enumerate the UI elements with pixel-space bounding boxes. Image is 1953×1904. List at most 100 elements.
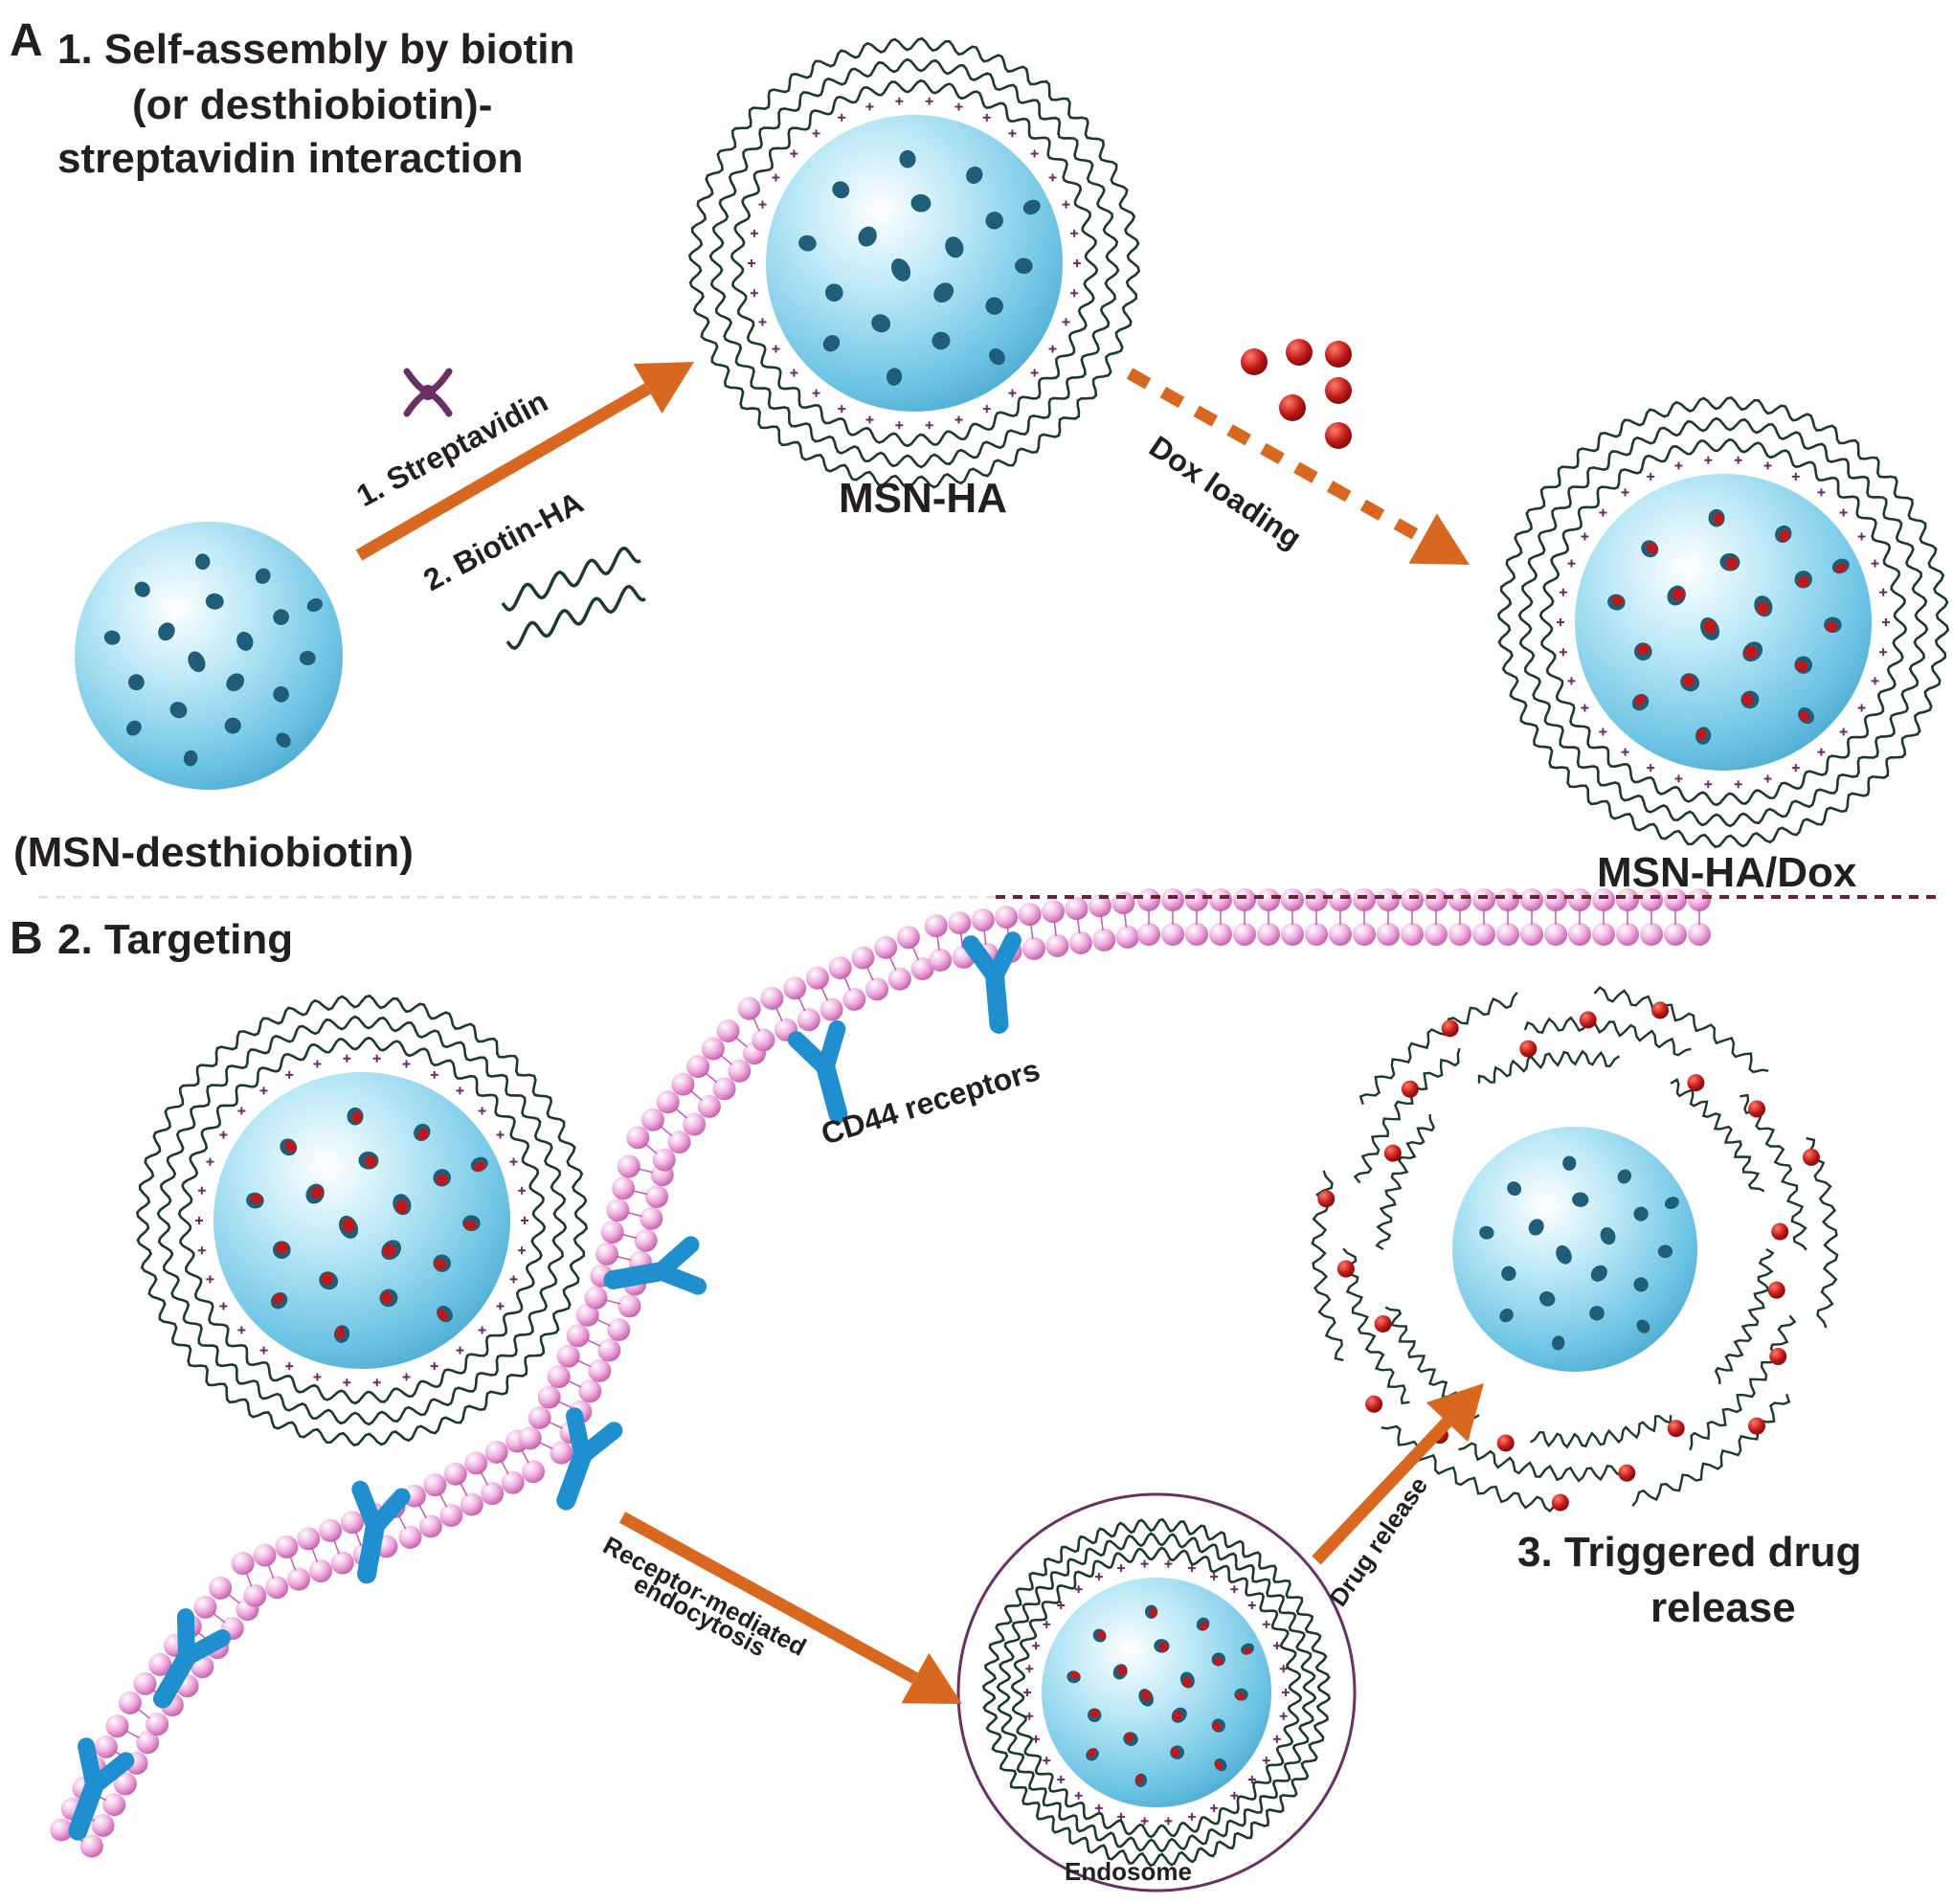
lipid-head (1448, 888, 1471, 911)
lipid-tail (557, 1400, 572, 1409)
lipid-head (1520, 923, 1543, 946)
streptavidin-mark (838, 405, 846, 414)
receptor-arm (178, 1629, 232, 1667)
lipid-head (683, 1112, 707, 1136)
streptavidin-mark (1857, 704, 1866, 712)
lipid-tail (660, 1125, 673, 1137)
dox-in-pore (335, 1326, 346, 1339)
lipid-head (1185, 888, 1208, 911)
streptavidin-mark (343, 1378, 351, 1387)
lipid-head (752, 1028, 775, 1052)
lipid-head (484, 1440, 508, 1464)
pore (1589, 1306, 1605, 1321)
lipid-head (1353, 888, 1376, 911)
pore (127, 674, 145, 691)
dox-in-pore (1089, 1709, 1100, 1717)
lipid-head (1161, 888, 1184, 911)
streptavidin-mark (1734, 780, 1742, 789)
lipid-head (287, 1567, 311, 1591)
cd44-receptor (603, 1236, 707, 1295)
dox-in-pore (437, 1309, 448, 1320)
streptavidin-mark (1062, 200, 1070, 209)
streptavidin-mark (925, 97, 933, 105)
pore (966, 166, 983, 184)
lipid-head (588, 1358, 612, 1382)
streptavidin-mark (895, 97, 904, 105)
lipid-tail (227, 1593, 241, 1604)
streptavidin-mark (509, 1275, 518, 1284)
lipid-tail (332, 1538, 340, 1555)
streptavidin-mark (772, 345, 780, 353)
streptavidin-mark (1030, 369, 1039, 377)
dox-in-pore (1795, 661, 1808, 672)
dox-in-pore (382, 1243, 396, 1258)
cd44-receptor (68, 1737, 135, 1841)
streptavidin-mark (219, 1131, 228, 1139)
lipid-tail (752, 1017, 760, 1032)
cd44-receptor (153, 1608, 232, 1709)
dox-in-pore (351, 1110, 363, 1124)
pore (273, 686, 289, 703)
released-dox (1401, 1080, 1419, 1098)
dox-in-pore (1069, 1671, 1080, 1679)
streptavidin-mark (1025, 1665, 1034, 1673)
dox-in-pore (1634, 694, 1646, 706)
lipid-head (118, 1691, 142, 1714)
lipid-head (398, 1525, 422, 1549)
streptavidin-mark (1117, 1564, 1126, 1573)
lipid-head (640, 1206, 663, 1230)
lipid-head (1021, 936, 1045, 960)
streptavidin-mark (1117, 1812, 1126, 1821)
pore (306, 598, 323, 613)
biotin-ha-chain-icon (505, 584, 646, 651)
streptavidin-mark (1025, 1712, 1034, 1720)
dox-in-pore (1140, 1690, 1152, 1701)
lipid-tail (480, 1470, 489, 1486)
lipid-tail (500, 1460, 509, 1475)
pore (899, 149, 916, 168)
dox-in-pore (1212, 1722, 1222, 1732)
dox-in-pore (1235, 1692, 1246, 1700)
free-dox-molecule (1325, 341, 1352, 368)
lipid-tail (212, 1612, 226, 1624)
released-particle (1311, 985, 1839, 1513)
dox-in-pore (1672, 588, 1685, 601)
dox-in-pore (1214, 1760, 1223, 1770)
free-dox-molecule (1325, 377, 1352, 404)
streptavidin-mark (456, 1346, 464, 1355)
lipid-tail (289, 1556, 297, 1571)
pore (1600, 1227, 1616, 1245)
streptavidin-mark (812, 129, 820, 138)
dox-in-pore (1182, 1677, 1193, 1688)
streptavidin-mark (1247, 1775, 1256, 1783)
streptavidin-mark (285, 1362, 294, 1371)
lipid-head (819, 997, 843, 1021)
panel-b-title: 2. Targeting (57, 916, 293, 963)
dox-in-pore (1757, 601, 1770, 616)
lipid-head (94, 1735, 118, 1758)
streptavidin-mark (195, 1217, 203, 1224)
lipid-head (612, 1176, 636, 1200)
pore (798, 235, 817, 252)
streptavidin-mark (1187, 1564, 1196, 1573)
streptavidin-mark (1871, 677, 1879, 685)
streptavidin-mark (750, 229, 758, 237)
arrow-head (901, 1652, 962, 1704)
released-dox (1374, 1314, 1392, 1333)
released-ha-chain (1458, 1442, 1627, 1483)
lipid-head (595, 1242, 618, 1266)
lipid-head (1137, 888, 1160, 911)
lipid-head (50, 1818, 74, 1842)
lipid-head (136, 1731, 160, 1755)
lipid-tail (626, 1211, 642, 1218)
dox-in-pore (473, 1161, 485, 1172)
streptavidin-mark (1210, 1803, 1219, 1812)
lipid-head (1329, 888, 1352, 911)
streptavidin-mark (521, 1217, 528, 1224)
dox-loading-label: Dox loading (1143, 429, 1308, 555)
ha-chain (1010, 1546, 1303, 1839)
pore (1479, 1225, 1494, 1240)
streptavidin-mark (1164, 1559, 1173, 1568)
